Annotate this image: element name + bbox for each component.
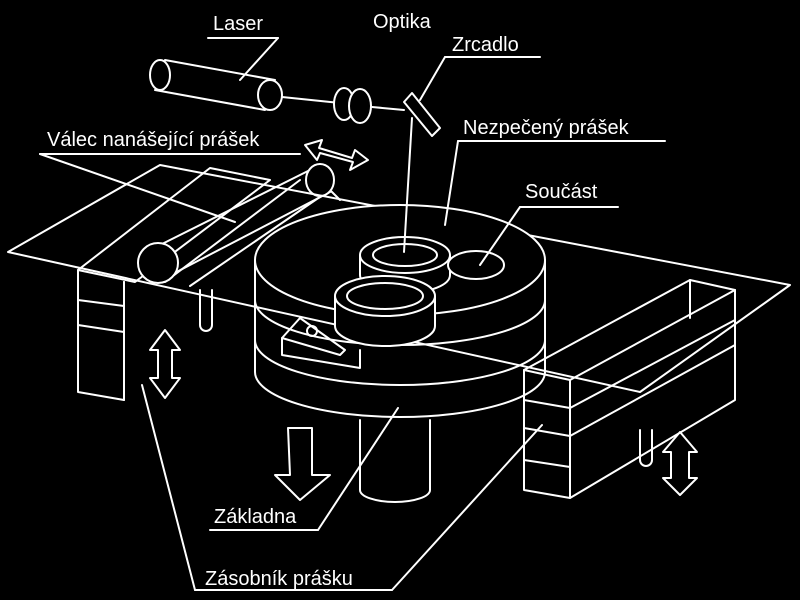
optics-lens: [333, 87, 405, 124]
label-zakladna-text: Základna: [214, 506, 297, 528]
laser-beam: [403, 117, 413, 253]
roller-motion-arrow: [304, 139, 369, 171]
label-optika: Optika: [373, 11, 432, 33]
label-zrcadlo-text: Zrcadlo: [452, 34, 519, 56]
label-optika-text: Optika: [373, 11, 432, 33]
label-nezpeceny-text: Nezpečený prášek: [463, 117, 630, 139]
label-valec-text: Válec nanášející prášek: [47, 129, 260, 151]
label-soucast: Součást: [479, 181, 619, 266]
right-powder-reservoir: [523, 279, 736, 499]
label-laser: Laser: [207, 13, 279, 81]
label-zrcadlo: Zrcadlo: [419, 34, 541, 101]
label-soucast-text: Součást: [525, 181, 598, 203]
label-zasobnik: Zásobník prášku: [141, 384, 543, 591]
left-powder-reservoir: [77, 167, 341, 401]
label-valec: Válec nanášející prášek: [39, 129, 301, 223]
powder-roller: [137, 163, 335, 284]
mirror: [403, 92, 441, 137]
label-zakladna: Základna: [209, 407, 399, 531]
laser-unit: [149, 59, 341, 111]
label-nezpeceny: Nezpečený prášek: [444, 117, 666, 226]
label-laser-text: Laser: [213, 13, 263, 35]
label-zasobnik-text: Zásobník prášku: [205, 568, 353, 590]
powder-plane: [7, 164, 791, 393]
